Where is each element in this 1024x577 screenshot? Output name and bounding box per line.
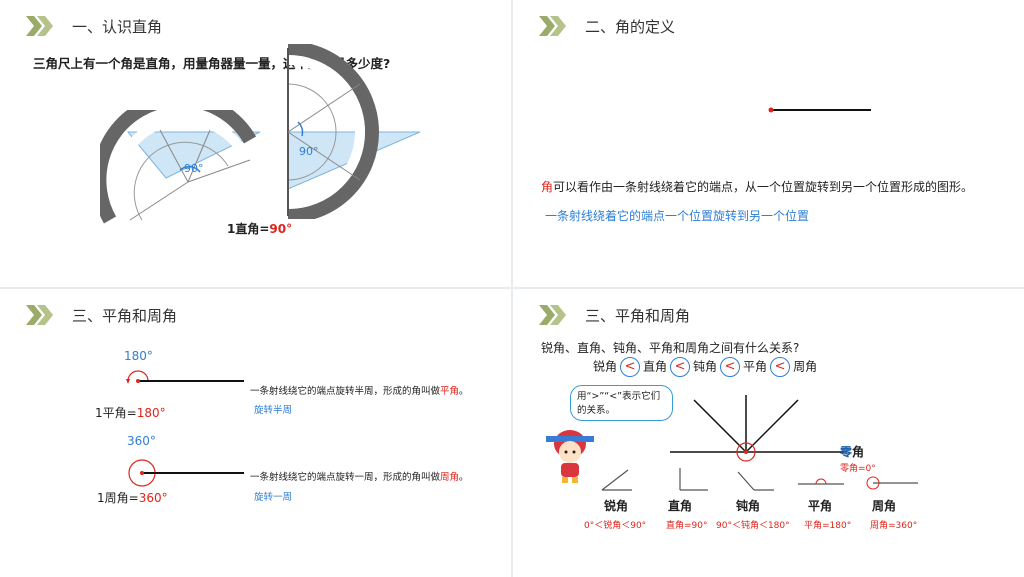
straight-prefix: 1平角= xyxy=(95,406,137,420)
section-title: 三、平角和周角 xyxy=(72,306,178,325)
full-angle-formula: 周角=360° xyxy=(870,521,918,531)
zero-angle-label: 零角 xyxy=(840,445,865,459)
section-title: 二、角的定义 xyxy=(585,17,676,36)
full-desc-keyword: 周角 xyxy=(440,472,460,483)
straight-angle-result: 1平角=180° xyxy=(95,404,166,421)
rotating-rays-diagram xyxy=(670,395,846,462)
angle-label-left: 90° xyxy=(184,162,204,175)
chevron-arrows-icon xyxy=(539,305,566,325)
full-desc-end: 。 xyxy=(459,472,469,483)
full-angle-label: 周角 xyxy=(872,499,897,513)
definition-keyword: 角 xyxy=(541,180,554,194)
acute-angle-label: 锐角 xyxy=(604,499,629,513)
right-angle-formula: 直角=90° xyxy=(666,521,708,531)
chevron-arrows-icon xyxy=(539,16,566,36)
chevron-arrows-icon xyxy=(26,305,53,325)
full-desc: 一条射线绕它的端点旋转一周，形成的角叫做 xyxy=(250,472,441,483)
zero-angle-formula: 零角=0° xyxy=(840,464,876,474)
full-angle-note: 旋转一周 xyxy=(254,492,293,503)
straight-angle-diagram xyxy=(126,370,244,384)
protractor-right-image xyxy=(287,44,421,219)
slide-panel-angle-definition: 二、角的定义 角可以看作由一条射线绕着它的端点，从一个位置旋转到另一个位置形成的… xyxy=(513,0,1024,287)
angle-order-row: 锐角<直角<钝角<平角<周角 xyxy=(593,357,817,377)
full-angle-icon xyxy=(866,476,918,490)
straight-angle-description: 一条射线绕它的端点旋转半周，形成的角叫做平角。 xyxy=(250,383,469,397)
full-angle-result: 1周角=360° xyxy=(97,489,168,506)
full-angle-description: 一条射线绕它的端点旋转一周，形成的角叫做周角。 xyxy=(250,469,469,483)
order-obtuse: 钝角 xyxy=(693,359,718,374)
section-header: 一、认识直角 xyxy=(26,14,162,38)
section-title: 一、认识直角 xyxy=(72,17,163,36)
slide-panel-straight-full-angle: 三、平角和周角 180° 1平角=180° 一条射线绕它的端点旋转半周，形成的角… xyxy=(0,289,511,577)
order-right: 直角 xyxy=(643,359,668,374)
section-header: 二、角的定义 xyxy=(539,14,675,38)
cartoon-character-image xyxy=(546,430,594,483)
less-than-symbol: < xyxy=(720,357,741,377)
acute-angle-icon xyxy=(601,469,632,491)
section-title: 三、平角和周角 xyxy=(585,306,691,325)
relationship-question: 锐角、直角、钝角、平角和周角之间有什么关系? xyxy=(541,341,800,355)
obtuse-angle-formula: 90°＜钝角＜180° xyxy=(716,521,790,531)
straight-angle-label: 平角 xyxy=(808,499,833,513)
protractor-left-image xyxy=(100,110,261,224)
angle-label-right: 90° xyxy=(299,145,319,158)
less-than-symbol: < xyxy=(770,357,791,377)
full-angle-diagram xyxy=(128,459,244,487)
straight-angle-formula: 平角=180° xyxy=(804,521,852,531)
less-than-symbol: < xyxy=(670,357,691,377)
straight-value: 180° xyxy=(136,406,166,420)
straight-angle-degree: 180° xyxy=(124,349,153,363)
order-full: 周角 xyxy=(793,359,818,374)
straight-desc: 一条射线绕它的端点旋转半周，形成的角叫做 xyxy=(250,386,441,397)
right-angle-label: 直角 xyxy=(668,499,693,513)
section-header: 三、平角和周角 xyxy=(26,303,177,327)
ray-diagram xyxy=(768,107,871,113)
slide-panel-angle-relationships: 三、平角和周角 锐角、直角、钝角、平角和周角之间有什么关系? 锐角<直角<钝角<… xyxy=(513,289,1024,577)
straight-desc-keyword: 平角 xyxy=(440,386,460,397)
full-angle-degree: 360° xyxy=(127,434,156,448)
speech-bubble: 用“>”“<”表示它们的关系。 xyxy=(570,385,673,421)
definition-body: 可以看作由一条射线绕着它的端点，从一个位置旋转到另一个位置形成的图形。 xyxy=(553,180,974,194)
less-than-symbol: < xyxy=(620,357,641,377)
obtuse-angle-icon xyxy=(737,471,774,491)
acute-angle-formula: 0°＜锐角＜90° xyxy=(584,521,647,531)
straight-desc-end: 。 xyxy=(459,386,469,397)
result-value: 90° xyxy=(269,222,293,236)
section-header: 三、平角和周角 xyxy=(539,303,690,327)
full-prefix: 1周角= xyxy=(97,491,139,505)
obtuse-angle-label: 钝角 xyxy=(736,499,761,513)
result-prefix: 1直角= xyxy=(227,222,270,236)
order-straight: 平角 xyxy=(743,359,768,374)
definition-text: 角可以看作由一条射线绕着它的端点，从一个位置旋转到另一个位置形成的图形。 xyxy=(541,178,973,195)
straight-angle-icon xyxy=(798,478,844,485)
right-angle-result: 1直角=90° xyxy=(227,220,292,237)
straight-angle-note: 旋转半周 xyxy=(254,405,293,416)
definition-summary: 一条射线绕着它的端点一个位置旋转到另一个位置 xyxy=(545,209,810,223)
right-angle-icon xyxy=(679,468,708,491)
full-value: 360° xyxy=(138,491,168,505)
chevron-arrows-icon xyxy=(26,16,53,36)
order-acute: 锐角 xyxy=(593,359,618,374)
slide-panel-right-angle: 一、认识直角 三角尺上有一个角是直角，用量角器量一量，这个直角是多少度? 90°… xyxy=(0,0,511,287)
